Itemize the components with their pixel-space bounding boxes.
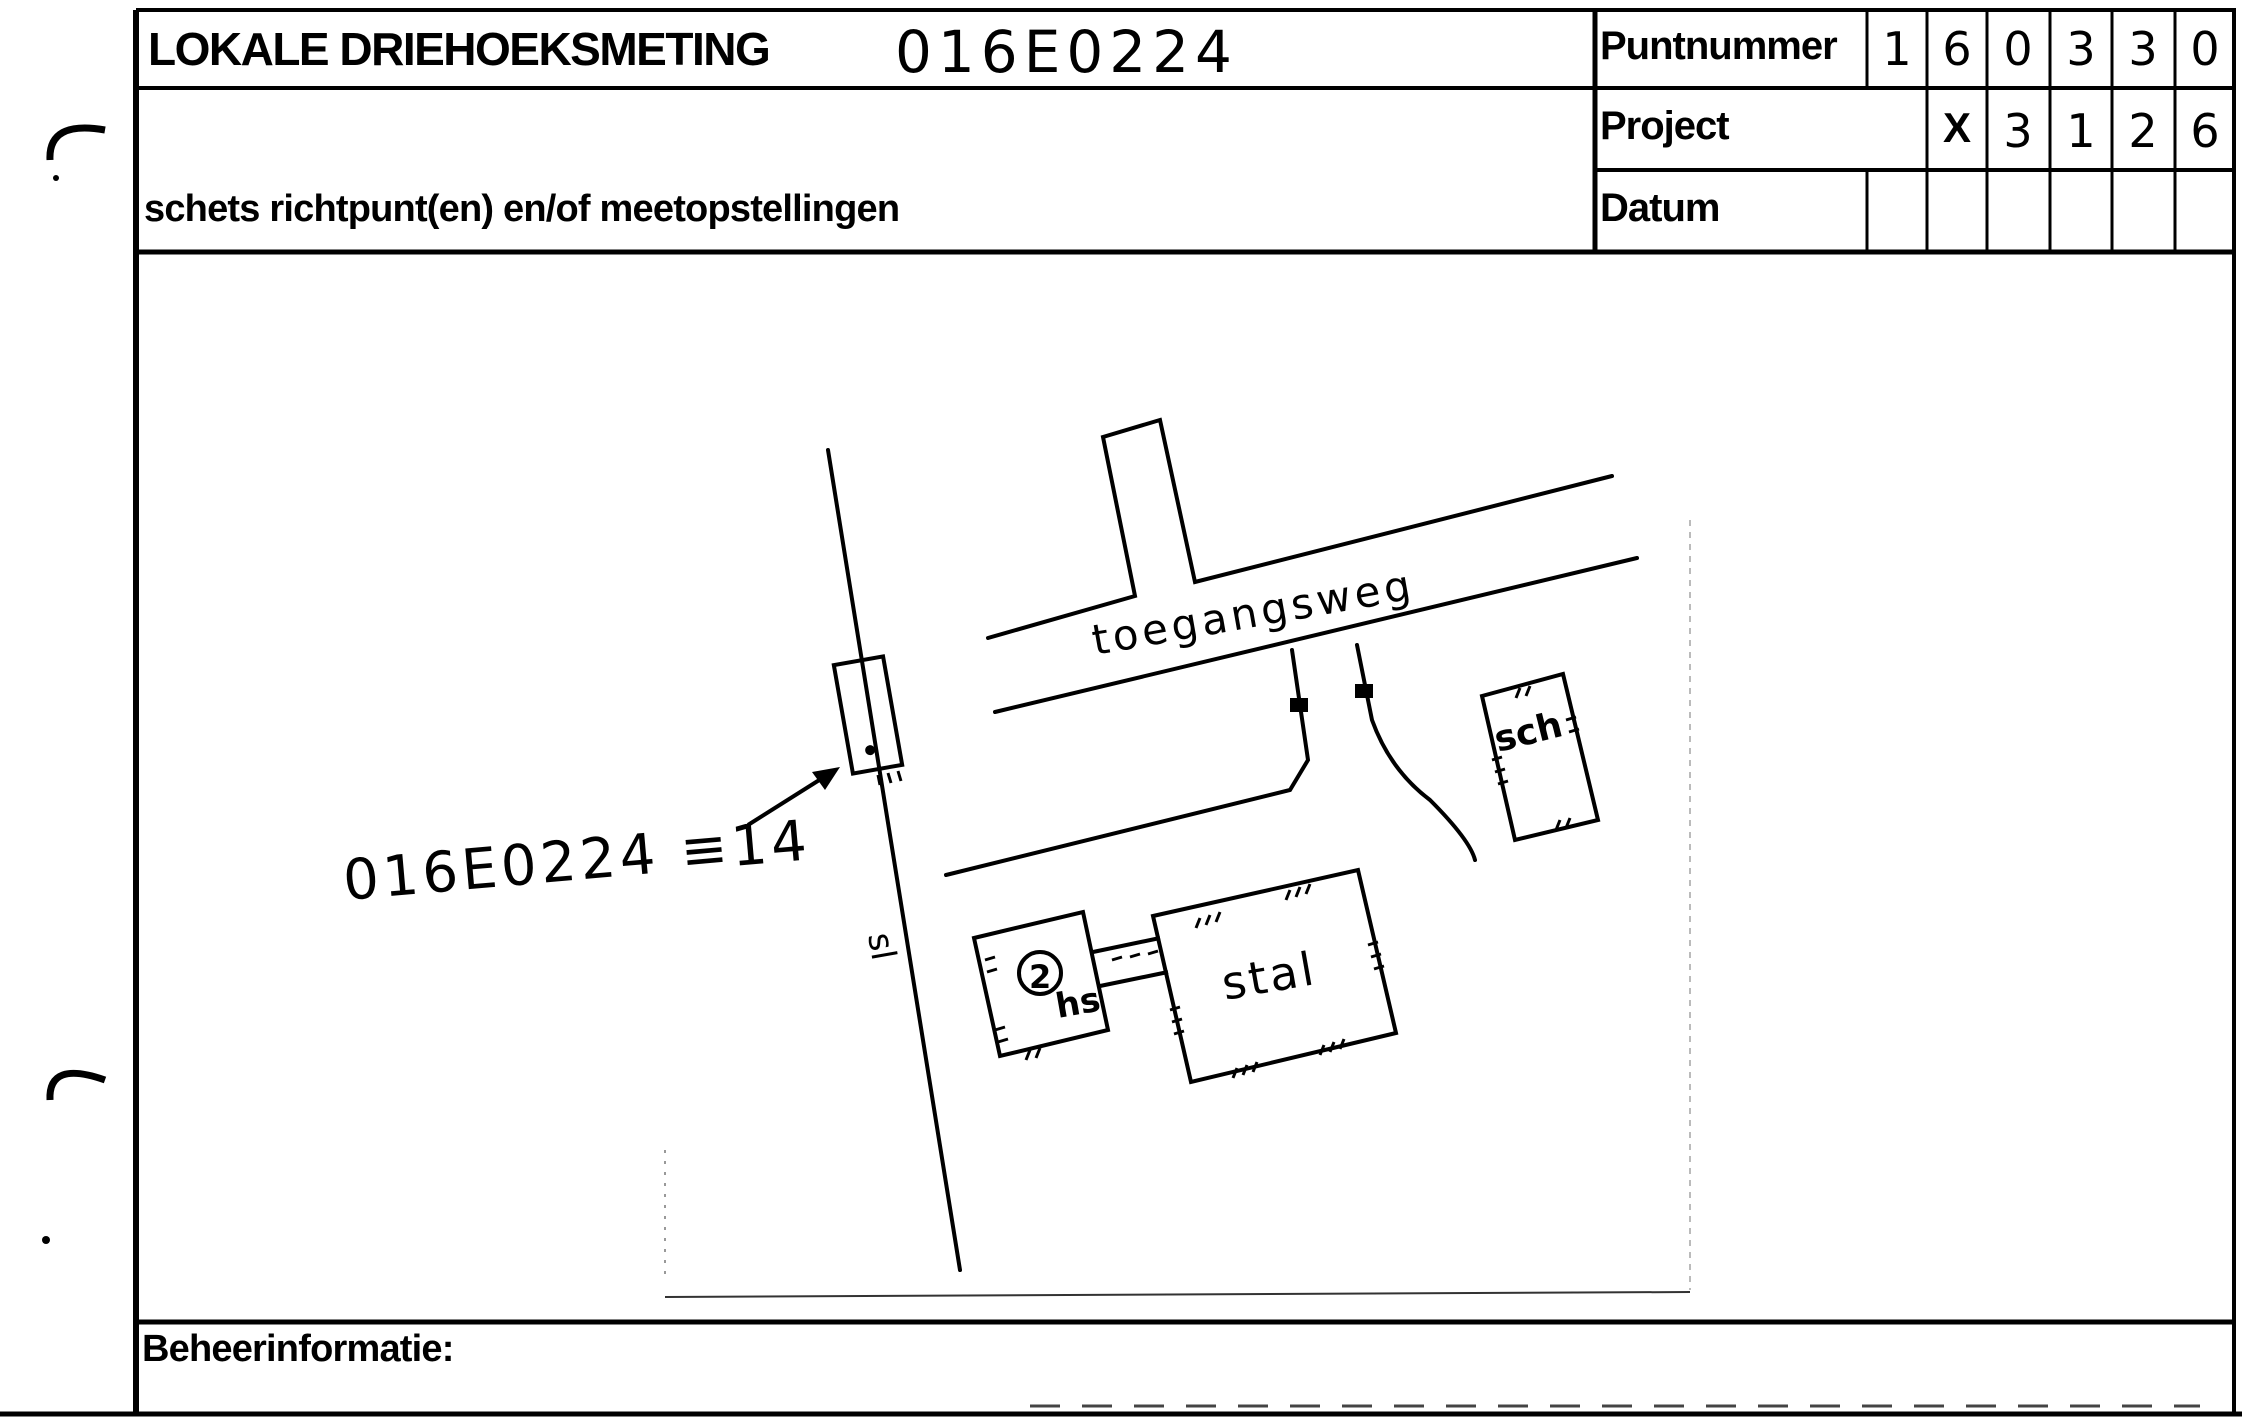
house <box>971 909 1111 1059</box>
road-branch-left <box>944 648 1311 877</box>
project-values: X 3 1 2 6 <box>0 104 2242 164</box>
puntnummer-digit: 1 <box>1882 22 1912 76</box>
shed <box>1479 671 1601 843</box>
barn <box>1150 867 1399 1085</box>
binder-hole-top <box>46 124 106 161</box>
sketch-caption: schets richtpunt(en) en/of meetopstellin… <box>144 188 900 230</box>
house-number-circle <box>1017 950 1063 996</box>
point-arrow <box>746 770 834 827</box>
house-number: 2 <box>1029 958 1051 996</box>
house-label: hs <box>1053 980 1104 1027</box>
handwritten-point-id: 016E0224 <box>895 18 1238 86</box>
main-road-line <box>826 448 962 1272</box>
point-annotation: 016E0224 ≡14 <box>341 808 814 914</box>
binder-hole-bottom <box>46 1069 107 1101</box>
barn-label: stal <box>1218 941 1321 1011</box>
field-label-project: Project <box>1600 104 1730 148</box>
project-digit: 6 <box>2190 104 2220 158</box>
road-marker <box>1290 698 1308 712</box>
field-label-datum: Datum <box>1600 186 1720 230</box>
access-road <box>986 417 1639 714</box>
management-info-label: Beheerinformatie: <box>142 1328 454 1370</box>
shed-label: sch <box>1490 704 1566 760</box>
road-branch-curve <box>1355 643 1477 862</box>
puntnummer-values: 1 6 0 3 3 0 <box>0 22 2242 82</box>
binder-holes <box>42 124 107 1244</box>
ditch-label: sl <box>859 930 903 964</box>
form-title: LOKALE DRIEHOEKSMETING <box>148 23 771 75</box>
project-digit: 1 <box>2066 104 2096 158</box>
field-label-puntnummer: Puntnummer <box>1600 24 1838 68</box>
puntnummer-digit: 3 <box>2066 22 2096 76</box>
project-digit: X <box>1942 104 1971 151</box>
puntnummer-digit: 6 <box>1942 22 1972 76</box>
puntnummer-digit: 3 <box>2128 22 2158 76</box>
puntnummer-digit: 0 <box>2003 22 2033 76</box>
project-digit: 3 <box>2003 104 2033 158</box>
puntnummer-digit: 0 <box>2190 22 2220 76</box>
point-building <box>831 654 905 776</box>
project-digit: 2 <box>2128 104 2158 158</box>
road-marker <box>1355 684 1373 698</box>
